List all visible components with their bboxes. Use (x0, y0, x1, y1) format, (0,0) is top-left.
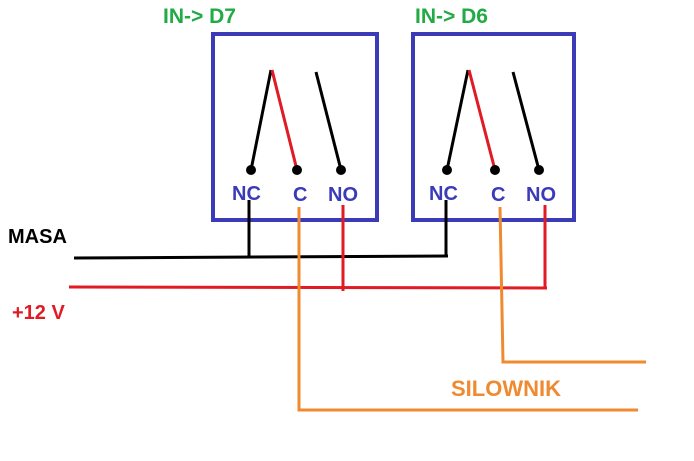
relay-d6-no-label: NO (526, 184, 556, 206)
relay-d7-no-pin (336, 165, 346, 175)
relay-d6-nc-label: NC (429, 183, 458, 205)
relay-d6-c-label: C (491, 184, 505, 206)
ground-wiring: MASA (8, 200, 449, 260)
relay-d6-title: IN-> D6 (415, 5, 488, 28)
relay-d6: IN-> D6 NC C NO (411, 5, 576, 222)
relay-d7-title: IN-> D7 (163, 5, 236, 28)
relay-d6-common-arm (467, 69, 497, 171)
relay-d7-c-label: C (293, 184, 307, 206)
ground-label: MASA (8, 226, 67, 248)
supply-wiring: +12 V (12, 205, 548, 324)
relay-d7-c-pin (292, 165, 302, 175)
actuator-wire-d7 (297, 207, 638, 412)
relay-d7-no-label: NO (328, 184, 358, 206)
relay-d6-nc-pin (442, 165, 452, 175)
relay-d7-nc-pin (246, 165, 256, 175)
relay-d7-nc-arm (249, 69, 273, 171)
supply-label: +12 V (12, 302, 65, 324)
relay-d6-box (411, 32, 576, 222)
supply-bus (68, 285, 548, 290)
relay-d7-no-arm (314, 71, 343, 171)
relay-d6-c-pin (490, 165, 500, 175)
relay-d6-no-pin (534, 165, 544, 175)
relay-d7: IN-> D7 NC C NO (163, 5, 379, 222)
relay-d7-common-arm (270, 69, 299, 171)
ground-bus (73, 254, 449, 260)
actuator-label: SILOWNIK (451, 376, 561, 401)
actuator-wiring: SILOWNIK (297, 206, 646, 412)
relay-d6-no-arm (511, 71, 541, 171)
actuator-wire-d6 (498, 206, 646, 364)
relay-d7-nc-label: NC (232, 183, 261, 205)
relay-d7-box (211, 32, 379, 222)
relay-d6-nc-arm (445, 69, 470, 171)
